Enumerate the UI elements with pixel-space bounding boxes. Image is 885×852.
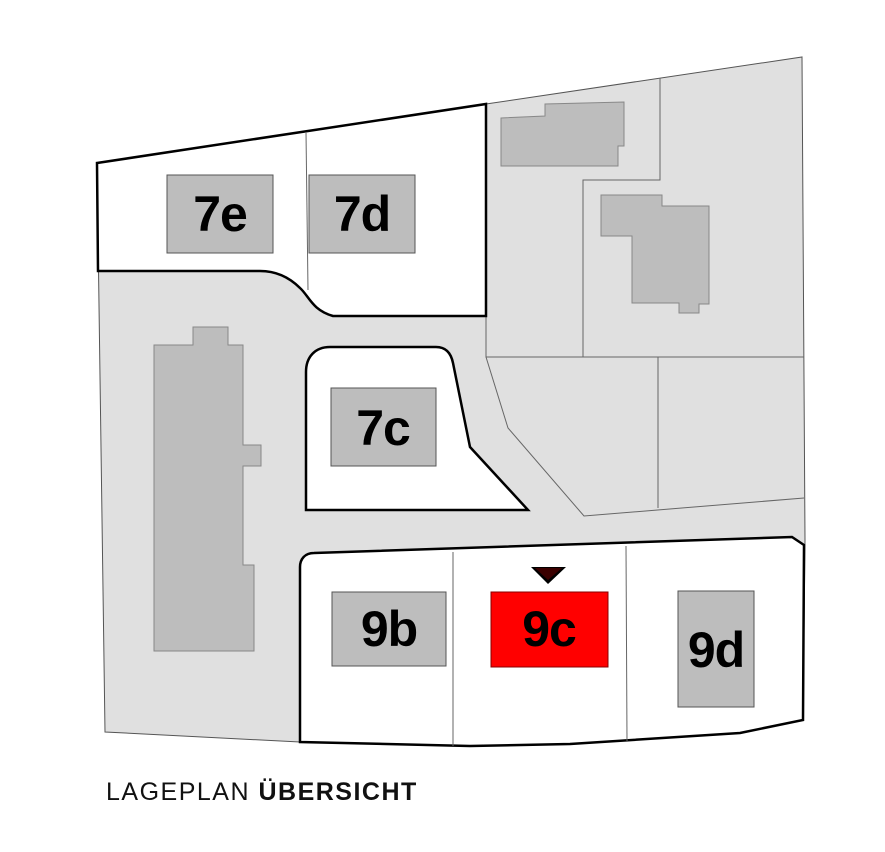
lot-7c[interactable]: 7c	[330, 387, 437, 467]
lot-label-7e: 7e	[193, 186, 247, 242]
lot-label-7d: 7d	[334, 186, 390, 242]
neighbour-building-north	[500, 101, 625, 167]
building-9d	[677, 590, 755, 708]
lot-label-9c: 9c	[522, 601, 576, 657]
lot-outline-7e-7d	[95, 102, 488, 318]
lot-9b[interactable]: 9b	[331, 591, 447, 667]
lot-9c-selected[interactable]: 9c	[490, 567, 609, 668]
caption-bold: ÜBERSICHT	[258, 778, 418, 806]
neighbour-parcel-lines	[485, 78, 805, 517]
building-9c-highlighted	[490, 591, 609, 668]
neighbour-building-east	[600, 194, 710, 314]
caption-prefix: LAGEPLAN	[106, 778, 251, 806]
selected-marker-triangle-inner-icon	[535, 568, 562, 580]
lot-divider-9c-9d	[625, 545, 628, 742]
building-7c	[330, 387, 437, 467]
lot-divider-7e-7d	[305, 131, 309, 291]
lot-9d[interactable]: 9d	[677, 590, 755, 708]
building-7e	[166, 174, 274, 254]
lot-label-9b: 9b	[361, 601, 417, 657]
building-9b	[331, 591, 447, 667]
map-caption: LAGEPLAN ÜBERSICHT	[106, 778, 418, 807]
lot-label-7c: 7c	[356, 400, 410, 456]
neighbour-building-west-long	[153, 326, 262, 652]
lot-7d[interactable]: 7d	[308, 174, 416, 254]
building-7d	[308, 174, 416, 254]
lot-7e[interactable]: 7e	[166, 174, 274, 254]
lot-label-9d: 9d	[688, 622, 744, 678]
